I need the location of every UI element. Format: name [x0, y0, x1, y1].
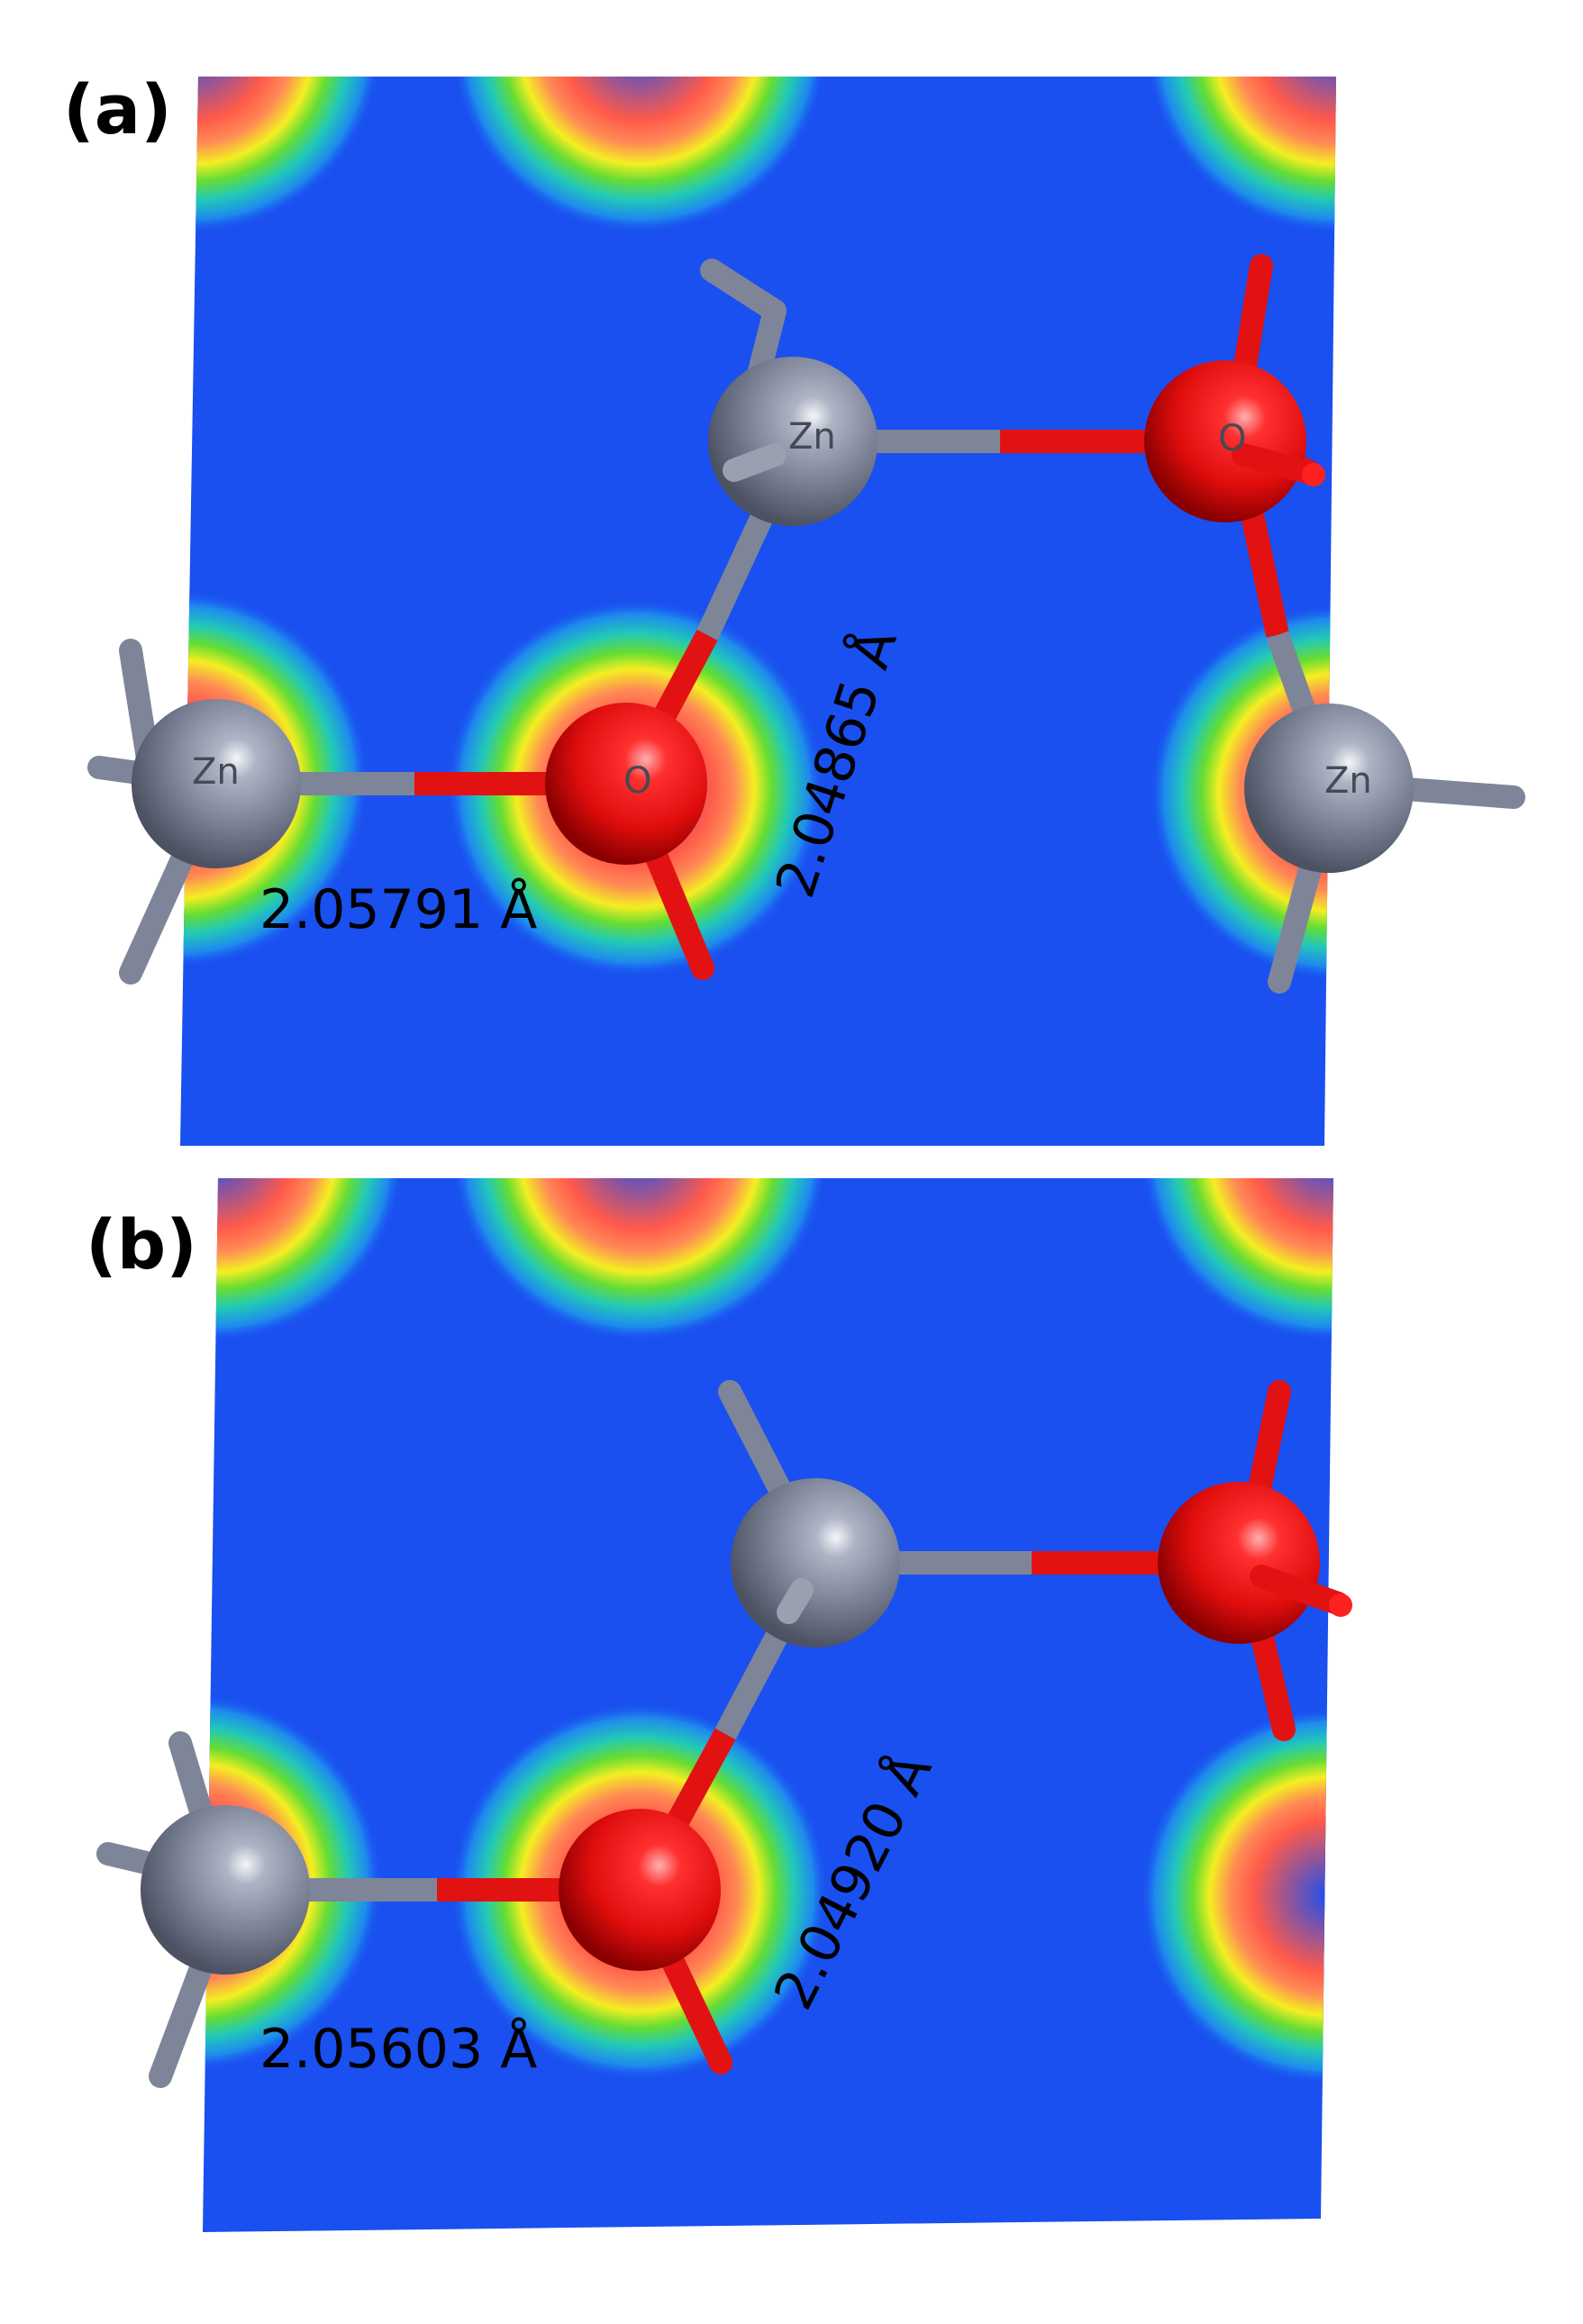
atom-label: O: [623, 760, 651, 802]
zn-atom: [1244, 704, 1414, 873]
density-ring: [180, 77, 383, 234]
bond: [1232, 443, 1323, 485]
atom-label: Zn: [788, 416, 836, 458]
density-ring: [450, 77, 829, 234]
density-ring: [203, 1693, 383, 2072]
atom-label: Zn: [1324, 760, 1372, 802]
density-ring: [1140, 1178, 1333, 1342]
distance-label-horizontal: 2.05791 Å: [259, 877, 537, 941]
density-ring: [203, 1178, 405, 1342]
panel-b: (b): [86, 1178, 1352, 2232]
o-atom: [1144, 360, 1306, 522]
density-ring: [450, 1178, 829, 1342]
density-ring: [180, 590, 369, 968]
zn-atom: [132, 699, 301, 868]
o-atom: [545, 703, 707, 865]
bond: [1250, 1565, 1350, 1615]
panel-a-molecule: Zn Zn Zn O O: [87, 254, 1525, 994]
density-ring: [1140, 1707, 1333, 2085]
panel-a-label: (a): [63, 69, 172, 150]
o-atom: [559, 1809, 721, 1971]
density-ring: [1144, 77, 1336, 234]
bond: [777, 1578, 814, 1624]
zn-atom: [708, 357, 878, 526]
zn-atom: [731, 1478, 900, 1648]
zn-atom: [141, 1805, 310, 1974]
panel-a: (a): [63, 69, 1525, 1146]
panel-a-density-map: [180, 77, 1336, 1146]
o-atom: [1158, 1482, 1320, 1644]
bond: [723, 443, 787, 482]
bond: [700, 259, 787, 322]
atom-label: O: [1218, 418, 1246, 459]
distance-label-horizontal: 2.05603 Å: [259, 2017, 537, 2081]
atom-label: Zn: [192, 751, 240, 793]
panel-b-molecule: [96, 1380, 1352, 2088]
density-ring: [1149, 604, 1336, 982]
bond-end-cap: [1329, 1593, 1352, 1617]
bond-end-cap: [1302, 463, 1325, 486]
panel-b-label: (b): [86, 1204, 197, 1285]
